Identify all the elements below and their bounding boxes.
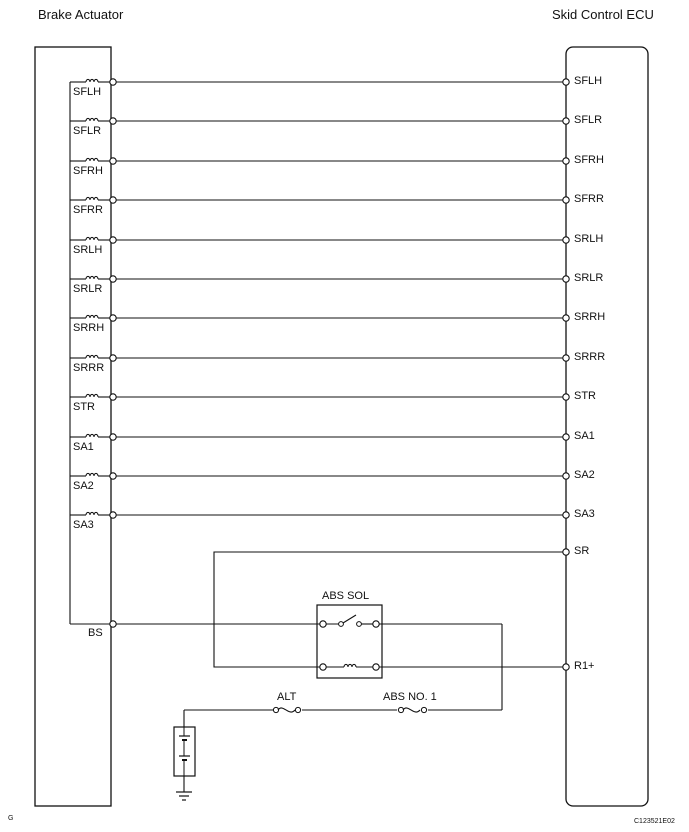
ecu-label-str: STR bbox=[574, 390, 596, 402]
abs-no1-fuse bbox=[397, 706, 428, 714]
ecu-terminal bbox=[562, 354, 570, 362]
skid-control-ecu-box bbox=[565, 46, 649, 807]
relay-terminal bbox=[319, 620, 327, 628]
brake-actuator-box bbox=[34, 46, 112, 807]
sr-terminal bbox=[562, 548, 570, 556]
actuator-terminal bbox=[109, 472, 117, 480]
actuator-terminal bbox=[109, 78, 117, 86]
bs-terminal bbox=[109, 620, 117, 628]
solenoid-coil-icon bbox=[85, 393, 99, 398]
solenoid-coil-icon bbox=[85, 433, 99, 438]
actuator-terminal bbox=[109, 393, 117, 401]
brake-actuator-title: Brake Actuator bbox=[38, 7, 124, 22]
ground-icon bbox=[176, 791, 192, 801]
actuator-label-srrh: SRRH bbox=[73, 322, 105, 334]
relay-contact-left bbox=[338, 621, 344, 627]
ecu-terminal bbox=[562, 275, 570, 283]
relay-box bbox=[316, 604, 383, 679]
solenoid-coil-icon bbox=[85, 511, 99, 516]
r1-terminal bbox=[562, 663, 570, 671]
solenoid-coil-icon bbox=[85, 117, 99, 122]
ecu-label-srlr: SRLR bbox=[574, 272, 604, 284]
actuator-label-sfrh: SFRH bbox=[73, 165, 103, 177]
relay-label: ABS SOL bbox=[322, 590, 370, 602]
solenoid-coil-icon bbox=[85, 314, 99, 319]
relay-contact-right bbox=[356, 621, 362, 627]
ecu-label-srlh: SRLH bbox=[574, 233, 604, 245]
ecu-label-sa1: SA1 bbox=[574, 430, 595, 442]
actuator-label-srrr: SRRR bbox=[73, 362, 105, 374]
ecu-label-srrr: SRRR bbox=[574, 351, 606, 363]
relay-terminal bbox=[372, 620, 380, 628]
actuator-terminal bbox=[109, 314, 117, 322]
alt-fuse-label: ALT bbox=[277, 691, 297, 703]
ecu-label-r1: R1+ bbox=[574, 660, 595, 672]
ecu-label-sflr: SFLR bbox=[574, 114, 603, 126]
solenoid-coil-icon bbox=[85, 275, 99, 280]
power-circuit bbox=[70, 551, 566, 792]
actuator-label-str: STR bbox=[73, 401, 95, 413]
actuator-label-sflr: SFLR bbox=[73, 125, 102, 137]
actuator-terminal bbox=[109, 117, 117, 125]
ecu-terminal bbox=[562, 314, 570, 322]
actuator-terminal bbox=[109, 433, 117, 441]
solenoid-coil-icon bbox=[85, 196, 99, 201]
ecu-label-sfrr: SFRR bbox=[574, 193, 604, 205]
sr-wire bbox=[213, 551, 566, 668]
figure-code: C123521E02 bbox=[634, 818, 675, 825]
battery-icon bbox=[173, 726, 196, 777]
actuator-label-sa3: SA3 bbox=[73, 519, 94, 531]
actuator-label-sfrr: SFRR bbox=[73, 204, 103, 216]
solenoid-coil-icon bbox=[85, 78, 99, 83]
ecu-terminal bbox=[562, 236, 570, 244]
solenoid-coil-icon bbox=[85, 236, 99, 241]
relay-switch-blade bbox=[342, 614, 357, 624]
actuator-terminal bbox=[109, 236, 117, 244]
footer-mark: G bbox=[8, 815, 14, 822]
ecu-label-srrh: SRRH bbox=[574, 311, 606, 323]
solenoid-coil-icon bbox=[85, 472, 99, 477]
actuator-label-bs: BS bbox=[88, 627, 103, 639]
ecu-terminal bbox=[562, 433, 570, 441]
actuator-terminal bbox=[109, 354, 117, 362]
alt-fuse bbox=[272, 706, 302, 714]
relay-terminal bbox=[372, 663, 380, 671]
actuator-label-srlr: SRLR bbox=[73, 283, 103, 295]
ecu-label-sflh: SFLH bbox=[574, 75, 603, 87]
ecu-terminal bbox=[562, 393, 570, 401]
ecu-label-sa2: SA2 bbox=[574, 469, 595, 481]
ecu-terminal bbox=[562, 157, 570, 165]
ecu-terminal bbox=[562, 117, 570, 125]
signal-lines bbox=[70, 78, 570, 519]
abs-fuse-label: ABS NO. 1 bbox=[383, 691, 437, 703]
ecu-terminal bbox=[562, 78, 570, 86]
actuator-label-sflh: SFLH bbox=[73, 86, 102, 98]
actuator-terminal bbox=[109, 196, 117, 204]
solenoid-coil-icon bbox=[85, 354, 99, 359]
skid-control-ecu-title: Skid Control ECU bbox=[552, 7, 654, 22]
ecu-terminal bbox=[562, 511, 570, 519]
actuator-label-srlh: SRLH bbox=[73, 244, 103, 256]
ecu-label-sfrh: SFRH bbox=[574, 154, 604, 166]
solenoid-coil-icon bbox=[85, 157, 99, 162]
actuator-terminal bbox=[109, 157, 117, 165]
ecu-label-sr: SR bbox=[574, 545, 590, 557]
actuator-label-sa1: SA1 bbox=[73, 441, 94, 453]
actuator-terminal bbox=[109, 275, 117, 283]
abs-sol-relay bbox=[316, 604, 383, 679]
relay-terminal bbox=[319, 663, 327, 671]
actuator-terminal bbox=[109, 511, 117, 519]
ecu-terminal bbox=[562, 196, 570, 204]
actuator-label-sa2: SA2 bbox=[73, 480, 94, 492]
ecu-terminal bbox=[562, 472, 570, 480]
relay-coil-icon bbox=[343, 663, 357, 668]
ecu-label-sa3: SA3 bbox=[574, 508, 595, 520]
